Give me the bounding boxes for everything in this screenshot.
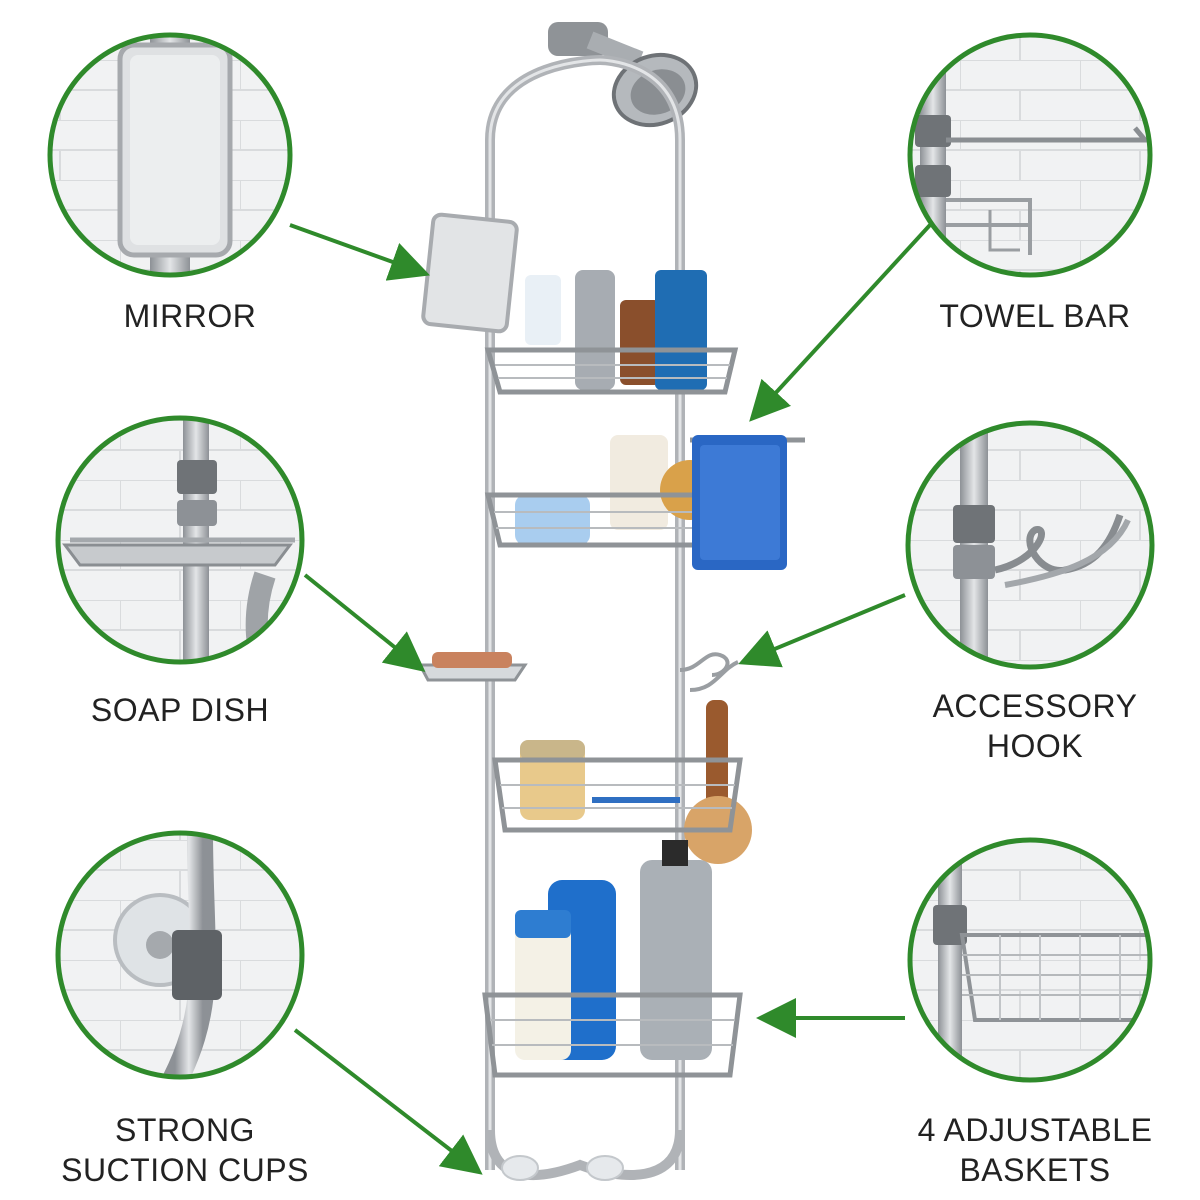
shower-head	[548, 22, 699, 128]
suction-cups-label-line-2: SUCTION CUPS	[61, 1152, 309, 1188]
mirror-label: MIRROR	[95, 296, 285, 336]
shower-caddy-product	[417, 22, 805, 1181]
mirror-arrow	[289, 223, 431, 281]
suction-cups-arrow	[293, 1028, 483, 1175]
suction-cup-closeup-circle	[55, 830, 305, 1080]
accessory-hook-label-line-2: HOOK	[986, 728, 1084, 764]
suction-cups-label-line-1: STRONG	[115, 1112, 255, 1148]
soap-dish-label-line-1: SOAP DISH	[90, 692, 270, 728]
mirror-part	[421, 212, 519, 334]
hook-closeup-circle	[905, 420, 1155, 670]
basket-3	[492, 740, 743, 833]
soap-dish-closeup-circle	[55, 415, 305, 665]
soap-dish-part	[417, 652, 528, 682]
accessory-hook-label: ACCESSORY HOOK	[900, 686, 1170, 766]
basket-4	[482, 840, 743, 1078]
soap-dish-label: SOAP DISH	[60, 690, 300, 730]
basket-2	[484, 435, 805, 570]
towel-bar-closeup-circle	[907, 32, 1153, 278]
suction-cups-label: STRONG SUCTION CUPS	[40, 1110, 330, 1190]
mirror-closeup-circle	[47, 32, 293, 278]
towel-bar-arrow	[749, 223, 932, 422]
basket-closeup-circle	[907, 837, 1153, 1083]
hook-arrow	[738, 593, 906, 668]
accessory-hook-label-line-1: ACCESSORY	[932, 688, 1138, 724]
towel-bar-label-line-1: TOWEL BAR	[939, 298, 1131, 334]
soap-dish-arrow	[303, 573, 426, 673]
baskets-label: 4 ADJUSTABLE BASKETS	[885, 1110, 1185, 1190]
towel-bar-label: TOWEL BAR	[905, 296, 1165, 336]
baskets-label-line-2: BASKETS	[959, 1152, 1111, 1188]
basket-1	[484, 270, 739, 395]
callout-arrows	[289, 223, 932, 1175]
mirror-label-line-1: MIRROR	[123, 298, 257, 334]
baskets-label-line-1: 4 ADJUSTABLE	[917, 1112, 1153, 1148]
